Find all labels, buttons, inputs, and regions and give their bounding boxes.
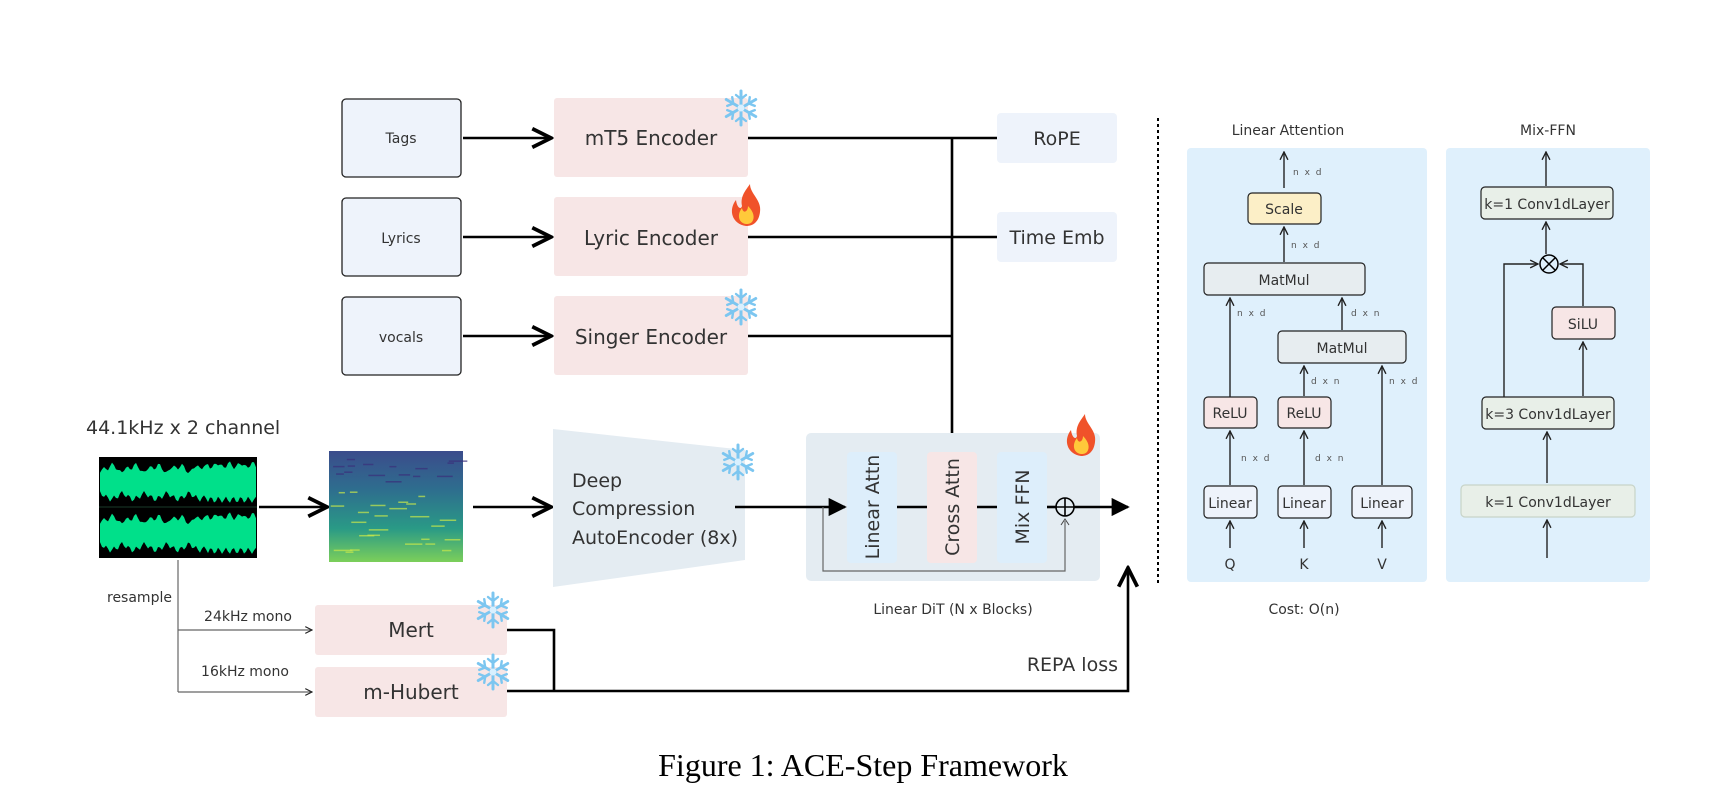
mf-silu-box: SiLU bbox=[1552, 307, 1615, 339]
dim-relu-q-in: n x d bbox=[1241, 454, 1271, 464]
rope-box: RoPE bbox=[997, 113, 1117, 163]
la-relu-q: ReLU bbox=[1204, 397, 1257, 428]
dit-caption: Linear DiT (N x Blocks) bbox=[873, 602, 1032, 618]
dcae-line-2: Compression bbox=[572, 498, 695, 520]
la-input-k: K bbox=[1299, 557, 1309, 573]
mf-top-conv: k=1 Conv1dLayer bbox=[1481, 187, 1613, 219]
dim-relu-k-out: d x n bbox=[1311, 377, 1341, 387]
mf-mid-conv: k=3 Conv1dLayer bbox=[1482, 397, 1614, 429]
la-matmul-mid: MatMul bbox=[1278, 331, 1406, 363]
dit-block-linear-attn-label: Linear Attn bbox=[862, 455, 884, 560]
la-cost-label: Cost: O(n) bbox=[1268, 602, 1339, 618]
dcae-line-1: Deep bbox=[572, 470, 622, 492]
dim-out: n x d bbox=[1293, 168, 1323, 178]
dit-block-mix-ffn-label: Mix FFN bbox=[1012, 469, 1034, 544]
la-linear-k: Linear bbox=[1278, 486, 1331, 518]
la-matmul-top-label: MatMul bbox=[1259, 273, 1310, 289]
la-linear-k-label: Linear bbox=[1282, 496, 1326, 512]
encoder-mt5-label: mT5 Encoder bbox=[585, 126, 718, 150]
figure-caption: Figure 1: ACE-Step Framework bbox=[658, 747, 1068, 783]
dcae-box: Deep Compression AutoEncoder (8x) bbox=[553, 429, 745, 587]
mf-bottom-conv-label: k=1 Conv1dLayer bbox=[1485, 495, 1611, 511]
spectrogram-image bbox=[329, 451, 467, 562]
branch-16khz-label: 16kHz mono bbox=[201, 664, 289, 680]
lyric-encoder-fire-icon bbox=[732, 184, 760, 226]
la-relu-q-label: ReLU bbox=[1212, 406, 1247, 422]
resample-label: resample bbox=[107, 590, 172, 606]
audio-title: 44.1kHz x 2 channel bbox=[86, 417, 280, 439]
la-linear-q-label: Linear bbox=[1208, 496, 1252, 512]
branch-24khz-label: 24kHz mono bbox=[204, 609, 292, 625]
encoder-mt5: mT5 Encoder bbox=[554, 98, 748, 177]
dim-scale-in: n x d bbox=[1291, 241, 1321, 251]
time-emb-box: Time Emb bbox=[997, 212, 1117, 262]
la-relu-k: ReLU bbox=[1278, 397, 1331, 428]
dim-relu-k-in: d x n bbox=[1315, 454, 1345, 464]
mert-out-line bbox=[507, 630, 554, 691]
mf-top-conv-label: k=1 Conv1dLayer bbox=[1484, 197, 1610, 213]
rope-label: RoPE bbox=[1033, 128, 1080, 150]
input-vocals-label: vocals bbox=[379, 330, 423, 346]
la-scale-box: Scale bbox=[1248, 193, 1321, 224]
encoder-singer: Singer Encoder bbox=[554, 296, 748, 375]
input-tags-label: Tags bbox=[385, 131, 417, 147]
dcae-line-3: AutoEncoder (8x) bbox=[572, 527, 738, 549]
time-emb-label: Time Emb bbox=[1008, 227, 1104, 249]
input-tags: Tags bbox=[342, 99, 461, 177]
la-matmul-top: MatMul bbox=[1204, 263, 1365, 295]
dim-right-mid: d x n bbox=[1351, 309, 1381, 319]
mix-ffn-title: Mix-FFN bbox=[1520, 123, 1576, 139]
la-matmul-mid-label: MatMul bbox=[1317, 341, 1368, 357]
dit-fire-icon bbox=[1067, 414, 1095, 456]
encoder-lyric: Lyric Encoder bbox=[554, 197, 748, 276]
dit-block-cross-attn-label: Cross Attn bbox=[942, 458, 964, 556]
mert-label: Mert bbox=[388, 618, 434, 642]
la-linear-v: Linear bbox=[1352, 486, 1412, 518]
linear-dit-container: Linear Attn Cross Attn Mix FFN bbox=[735, 433, 1128, 581]
la-linear-v-label: Linear bbox=[1360, 496, 1404, 512]
input-lyrics-label: Lyrics bbox=[381, 231, 420, 247]
mf-mid-conv-label: k=3 Conv1dLayer bbox=[1485, 407, 1611, 423]
la-linear-q: Linear bbox=[1204, 486, 1257, 518]
mf-silu-label: SiLU bbox=[1568, 317, 1598, 333]
la-input-q: Q bbox=[1224, 557, 1235, 573]
encoder-lyric-label: Lyric Encoder bbox=[584, 226, 719, 250]
la-relu-k-label: ReLU bbox=[1286, 406, 1321, 422]
dim-v-up: n x d bbox=[1389, 377, 1419, 387]
dim-left-mid: n x d bbox=[1237, 309, 1267, 319]
waveform-image bbox=[99, 457, 257, 558]
encoder-singer-label: Singer Encoder bbox=[575, 325, 728, 349]
input-vocals: vocals bbox=[342, 297, 461, 375]
la-scale-label: Scale bbox=[1265, 202, 1303, 218]
residual-add-icon bbox=[1056, 498, 1074, 516]
linear-attention-title: Linear Attention bbox=[1232, 123, 1345, 139]
mf-bottom-conv: k=1 Conv1dLayer bbox=[1461, 485, 1635, 517]
la-input-v: V bbox=[1377, 557, 1387, 573]
m-hubert-label: m-Hubert bbox=[363, 680, 459, 704]
input-lyrics: Lyrics bbox=[342, 198, 461, 276]
repa-loss-label: REPA loss bbox=[1027, 654, 1118, 676]
